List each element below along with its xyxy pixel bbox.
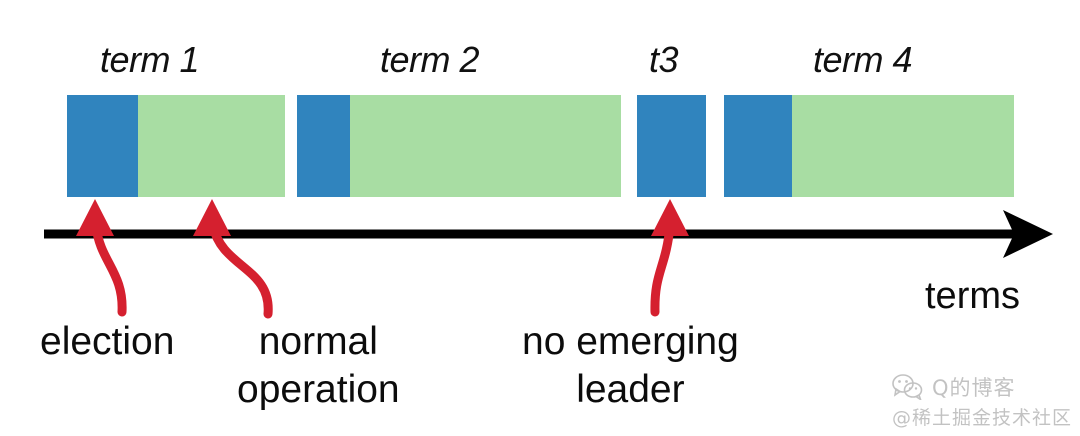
watermark-row-primary: Q的博客 xyxy=(892,372,1016,402)
term-2-bar xyxy=(297,95,621,197)
no-emerging-leader-arrow xyxy=(650,199,689,317)
watermark-title: Q的博客 xyxy=(931,376,1016,400)
term-3-election-segment xyxy=(637,95,706,197)
term-1-bar xyxy=(67,95,285,197)
caption-no-emerging-leader: no emerging leader xyxy=(522,318,739,414)
caption-election: election xyxy=(40,318,174,366)
caption-normal-operation: normal operation xyxy=(237,318,400,414)
term-2-election-segment xyxy=(297,95,350,197)
term-3-bar xyxy=(637,95,706,197)
caption-election-line-1: election xyxy=(40,320,175,363)
caption-normal-operation-line-2: operation xyxy=(237,368,400,411)
term-4-bar xyxy=(724,95,1014,197)
normal-operation-arrow xyxy=(193,199,273,319)
election-arrow xyxy=(76,199,127,317)
watermark-subtitle: @稀土掘金技术社区 xyxy=(891,407,1072,429)
term-label-1: term 1 xyxy=(100,39,200,80)
caption-no-emerging-leader-line-1: no emerging xyxy=(522,320,739,363)
term-label-2: term 2 xyxy=(380,39,480,80)
term-2-normal-operation-segment xyxy=(350,95,621,197)
term-1-election-segment xyxy=(67,95,138,197)
term-label-3: t3 xyxy=(649,39,679,80)
term-label-4: term 4 xyxy=(813,39,913,80)
caption-no-emerging-leader-line-2: leader xyxy=(576,368,685,411)
term-4-normal-operation-segment xyxy=(792,95,1014,197)
term-4-election-segment xyxy=(724,95,792,197)
caption-normal-operation-line-1: normal xyxy=(258,320,378,363)
axis-label-terms: terms xyxy=(925,275,1020,317)
watermark: Q的博客 @稀土掘金技术社区 xyxy=(892,372,1072,430)
term-1-normal-operation-segment xyxy=(138,95,285,197)
wechat-icon xyxy=(892,374,923,400)
